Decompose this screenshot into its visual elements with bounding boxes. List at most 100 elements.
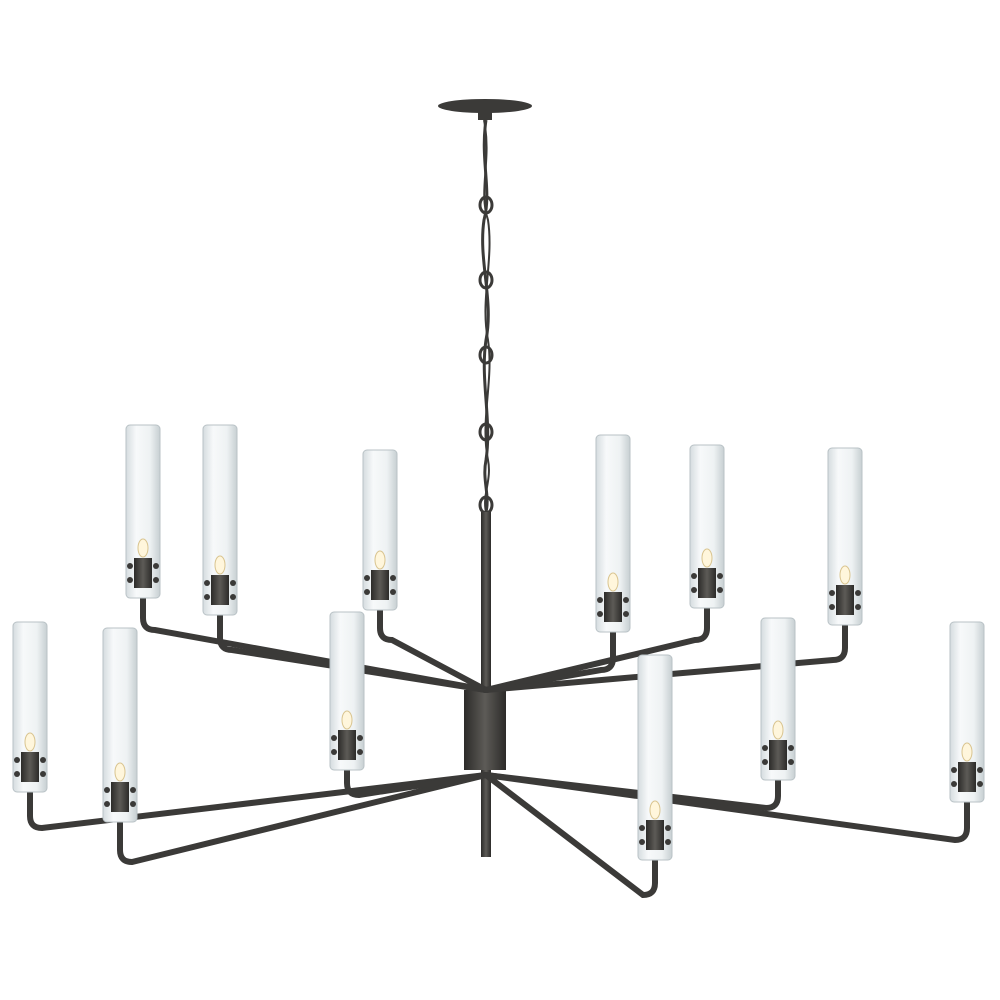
- arm: [217, 592, 489, 693]
- glass-shade: [949, 621, 985, 803]
- clip-bolt: [788, 745, 794, 751]
- glass-shade: [637, 654, 673, 861]
- candle-light: [362, 449, 398, 611]
- clip-bolt: [331, 735, 337, 741]
- clip-bolt: [14, 771, 20, 777]
- clip-bolt: [717, 587, 723, 593]
- arm: [344, 747, 489, 799]
- clip-bolt: [665, 839, 671, 845]
- candle-cup: [111, 782, 129, 812]
- clip-bolt: [104, 787, 110, 793]
- candle-light: [689, 444, 725, 609]
- clip-bolt: [230, 580, 236, 586]
- clip-bolt: [364, 575, 370, 581]
- glass-shade: [827, 447, 863, 626]
- glass-shade: [12, 621, 48, 793]
- glass-shade: [202, 424, 238, 616]
- clip-bolt: [153, 577, 159, 583]
- bulb: [341, 710, 353, 730]
- clip-bolt: [390, 589, 396, 595]
- candle-cup: [134, 558, 152, 588]
- clip-bolt: [717, 573, 723, 579]
- arm: [483, 772, 970, 844]
- arm: [483, 602, 848, 693]
- clip-bolt: [977, 767, 983, 773]
- arms: [27, 575, 970, 899]
- clip-bolt: [364, 589, 370, 595]
- clip-bolt: [665, 825, 671, 831]
- clip-bolt: [691, 587, 697, 593]
- clip-bolt: [130, 801, 136, 807]
- clip-bolt: [855, 604, 861, 610]
- candle-light: [949, 621, 985, 803]
- clip-bolt: [597, 611, 603, 617]
- clip-bolt: [331, 749, 337, 755]
- arm: [483, 772, 658, 899]
- arm: [140, 575, 489, 693]
- bulb: [137, 538, 149, 558]
- candle-cup: [338, 730, 356, 760]
- clip-bolt: [127, 577, 133, 583]
- candle-light: [827, 447, 863, 626]
- clip-bolt: [14, 757, 20, 763]
- bulb: [114, 762, 126, 782]
- candle-light: [637, 654, 673, 861]
- clip-bolt: [762, 745, 768, 751]
- glass-shade: [595, 434, 631, 633]
- candle-light: [102, 627, 138, 823]
- clip-bolt: [230, 594, 236, 600]
- central-stem: [464, 512, 506, 857]
- clip-bolt: [127, 563, 133, 569]
- candle-light: [202, 424, 238, 616]
- bulb: [701, 548, 713, 568]
- candle-light: [125, 424, 161, 599]
- candles: [12, 424, 985, 861]
- clip-bolt: [130, 787, 136, 793]
- arm: [27, 769, 489, 832]
- clip-bolt: [204, 594, 210, 600]
- clip-bolt: [390, 575, 396, 581]
- candle-light: [760, 617, 796, 781]
- clip-bolt: [40, 771, 46, 777]
- glass-shade: [102, 627, 138, 823]
- bulb: [374, 550, 386, 570]
- clip-bolt: [762, 759, 768, 765]
- arm: [377, 587, 489, 693]
- clip-bolt: [623, 611, 629, 617]
- clip-bolt: [977, 781, 983, 787]
- candle-light: [595, 434, 631, 633]
- clip-bolt: [951, 767, 957, 773]
- candle-cup: [646, 820, 664, 850]
- candle-cup: [836, 585, 854, 615]
- clip-bolt: [357, 735, 363, 741]
- glass-shade: [125, 424, 161, 599]
- clip-bolt: [829, 604, 835, 610]
- candle-cup: [698, 568, 716, 598]
- candle-cup: [21, 752, 39, 782]
- arm: [483, 585, 710, 693]
- clip-bolt: [623, 597, 629, 603]
- clip-bolt: [597, 597, 603, 603]
- glass-shade: [760, 617, 796, 781]
- clip-bolt: [639, 825, 645, 831]
- clip-bolt: [829, 590, 835, 596]
- candle-cup: [211, 575, 229, 605]
- clip-bolt: [855, 590, 861, 596]
- clip-bolt: [691, 573, 697, 579]
- candle-cup: [604, 592, 622, 622]
- bulb: [961, 742, 973, 762]
- clip-bolt: [153, 563, 159, 569]
- bulb: [607, 572, 619, 592]
- clip-bolt: [40, 757, 46, 763]
- arm: [483, 757, 781, 812]
- bulb: [214, 555, 226, 575]
- ceiling-canopy: [438, 99, 532, 120]
- clip-bolt: [639, 839, 645, 845]
- bulb: [649, 800, 661, 820]
- candle-light: [329, 611, 365, 771]
- clip-bolt: [788, 759, 794, 765]
- clip-bolt: [204, 580, 210, 586]
- candle-cup: [958, 762, 976, 792]
- bulb: [24, 732, 36, 752]
